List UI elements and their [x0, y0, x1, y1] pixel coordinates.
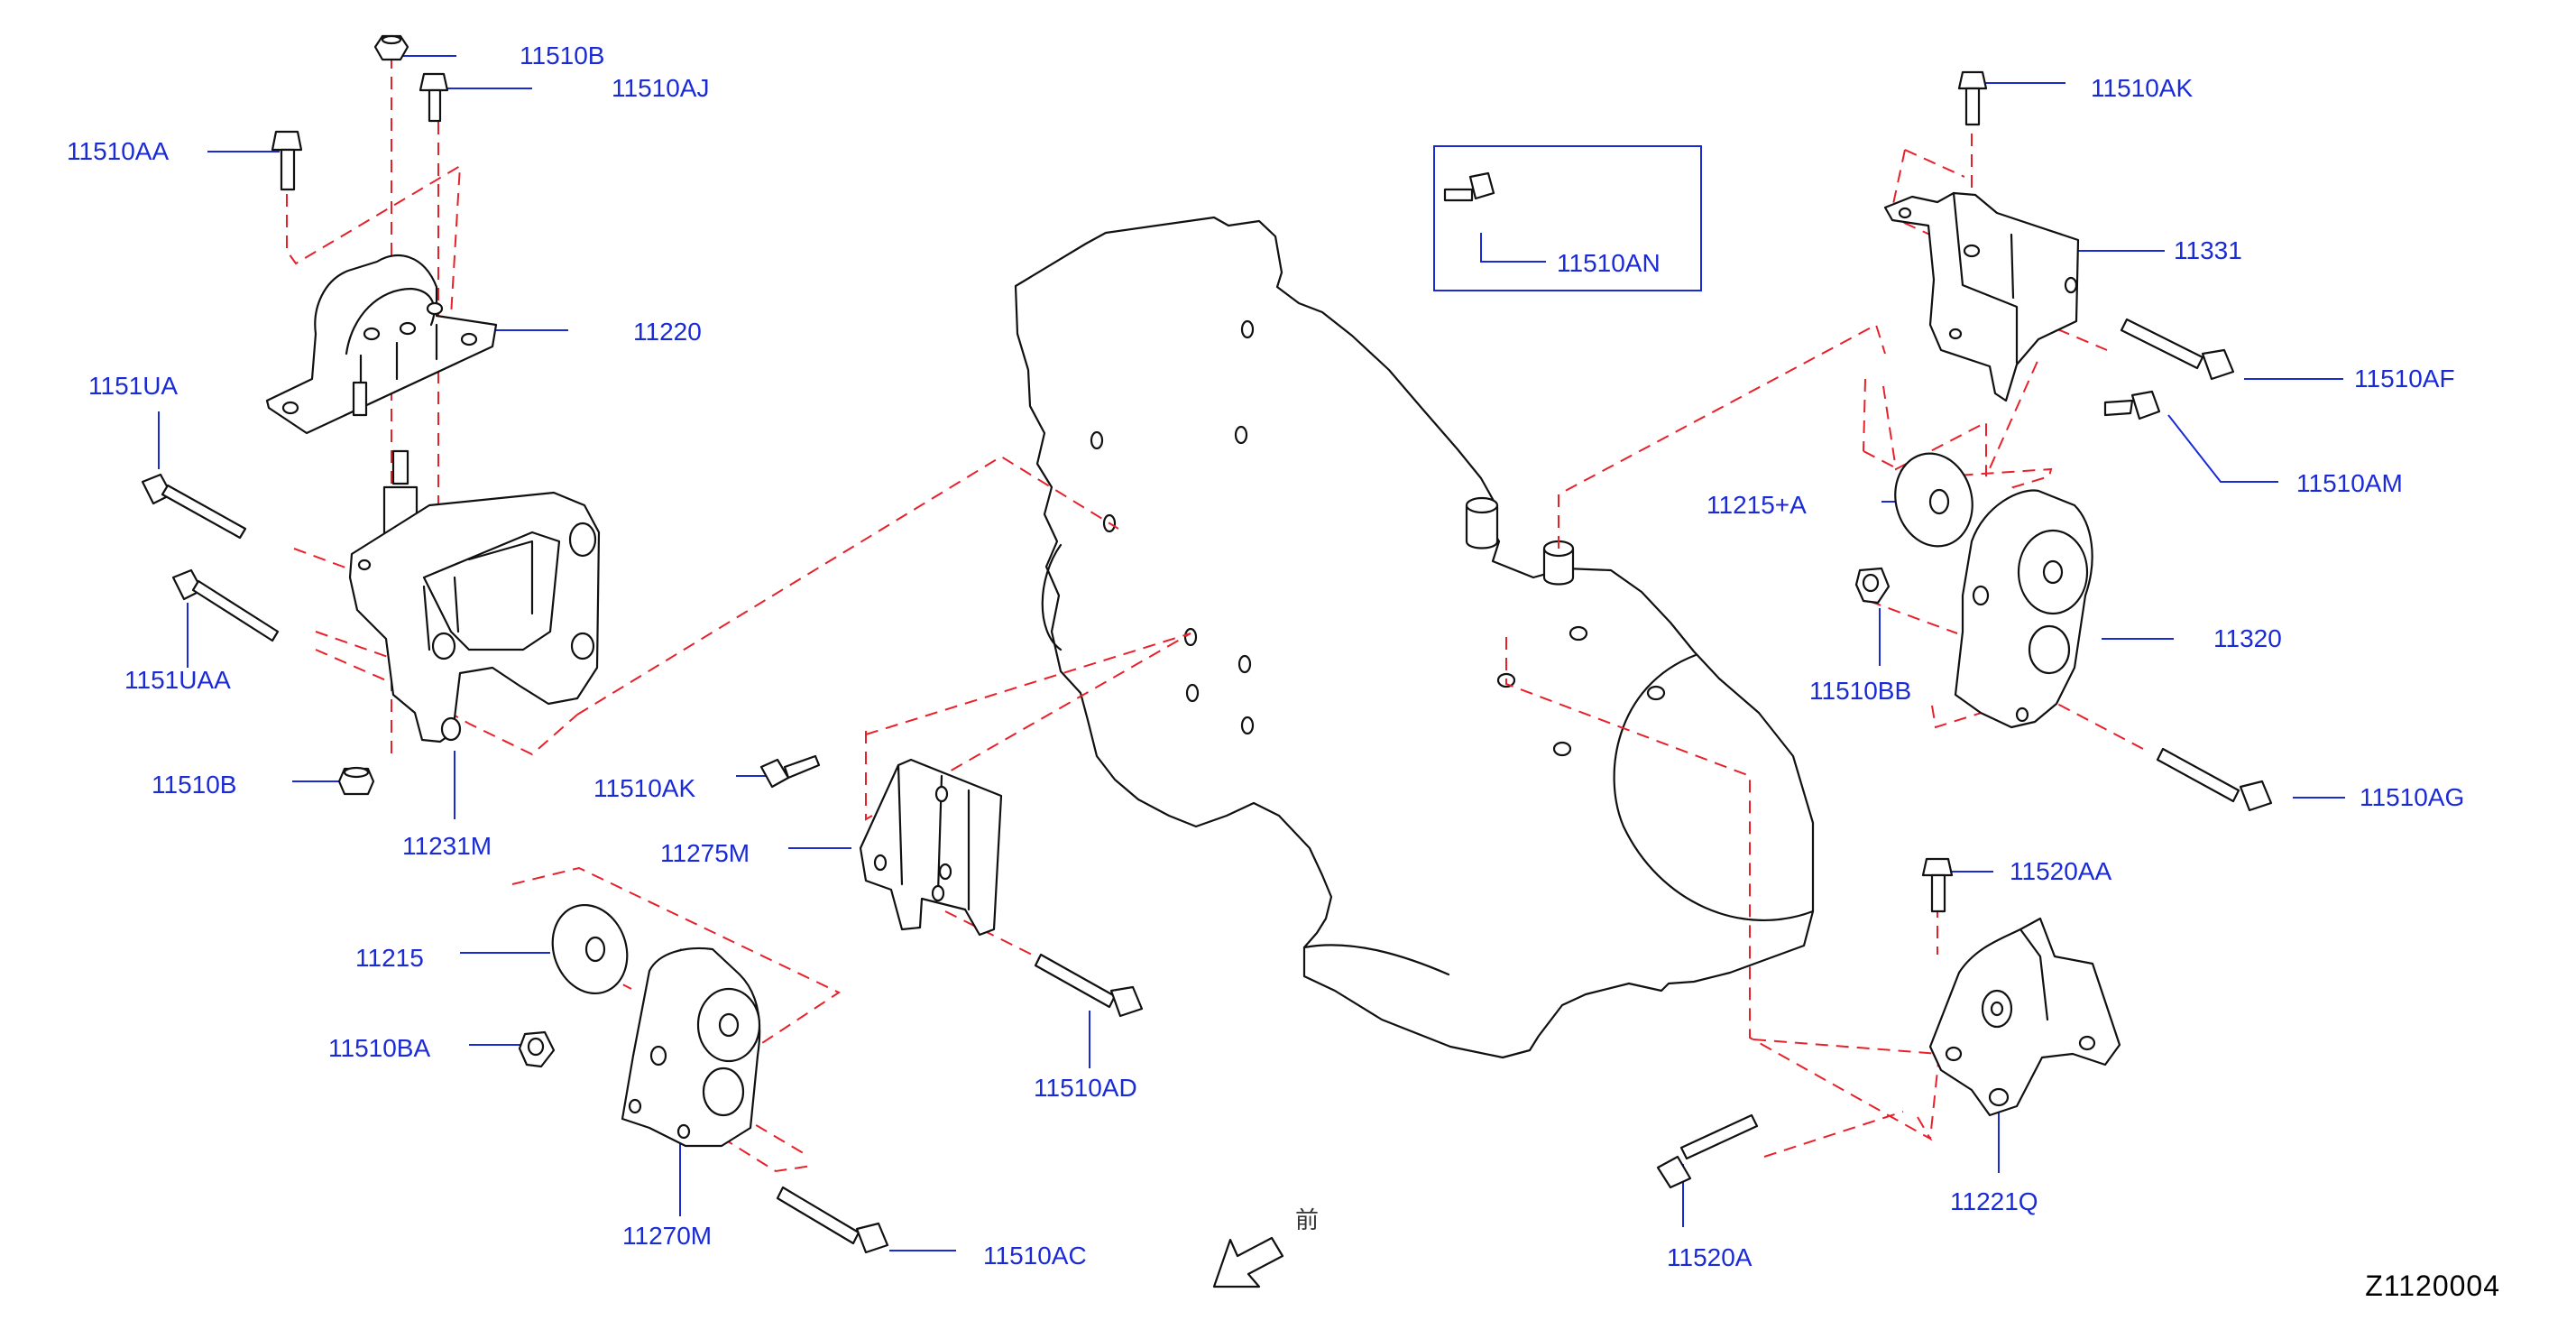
- label-11510AA: 11510AA: [67, 137, 170, 165]
- bracket-11231M: [348, 449, 601, 743]
- front-direction-arrow-icon: [1212, 1236, 1284, 1288]
- nut-11510BB: [1854, 567, 1891, 605]
- bolt-11520A: [1656, 1113, 1759, 1189]
- bolt-11510AA: [271, 130, 303, 191]
- bolt-11510AK-left: [759, 754, 821, 789]
- callout-box-11510AN: [1433, 145, 1702, 291]
- bolt-11510AJ: [419, 72, 449, 123]
- label-11510B-bottom: 11510B: [152, 771, 237, 799]
- label-11520A: 11520A: [1667, 1243, 1753, 1271]
- washer-11215: [551, 903, 629, 995]
- label-11270M: 11270M: [622, 1222, 713, 1250]
- bracket-11275M: [859, 758, 1003, 937]
- bolt-11510AF: [2120, 318, 2235, 381]
- front-mark: 前: [1295, 1207, 1320, 1234]
- label-11510AN: 11510AN: [1557, 249, 1661, 277]
- label-11510AD: 11510AD: [1034, 1074, 1137, 1102]
- label-11510AJ: 11510AJ: [612, 74, 710, 102]
- label-11510BB: 11510BB: [1809, 677, 1912, 705]
- label-11221Q: 11221Q: [1950, 1187, 2038, 1215]
- label-11215A: 11215+A: [1707, 491, 1807, 519]
- engine-block: [1014, 216, 1815, 1059]
- label-1151UAA: 1151UAA: [124, 666, 231, 694]
- label-11510AK-right: 11510AK: [2091, 74, 2194, 102]
- bolt-11510AG: [2156, 747, 2273, 812]
- label-11520AA: 11520AA: [2010, 857, 2112, 885]
- nut-11510B-bottom: [337, 766, 375, 796]
- mount-11320: [1954, 489, 2093, 729]
- bolt-11510AC: [776, 1186, 889, 1254]
- mount-11221Q: [1928, 917, 2121, 1117]
- label-11220: 11220: [633, 318, 702, 346]
- mount-11270M: [621, 947, 761, 1148]
- label-11510BA: 11510BA: [328, 1034, 431, 1062]
- bracket-11220: [265, 254, 498, 435]
- label-1151UA: 1151UA: [88, 372, 179, 400]
- label-11510AG: 11510AG: [2360, 783, 2465, 811]
- nut-11510BA: [518, 1030, 556, 1068]
- bolt-1151UA: [141, 473, 247, 540]
- label-11510AC: 11510AC: [983, 1242, 1087, 1270]
- washer-11215A: [1894, 452, 1973, 548]
- bolt-11510AK-right: [1957, 70, 1988, 126]
- label-11510AM: 11510AM: [2296, 469, 2403, 497]
- nut-11510B-top: [373, 34, 409, 61]
- label-11320: 11320: [2213, 624, 2282, 652]
- diagram-code: Z1120004: [2365, 1270, 2500, 1302]
- bolt-1151UAA: [171, 568, 280, 642]
- bolt-11510AN: [1443, 171, 1495, 202]
- label-11275M: 11275M: [660, 839, 750, 867]
- label-11331: 11331: [2174, 236, 2242, 264]
- label-11510AK-left: 11510AK: [593, 774, 696, 802]
- label-11510AF: 11510AF: [2354, 365, 2455, 392]
- bolt-11510AM: [2103, 390, 2161, 420]
- bolt-11510AD: [1034, 953, 1144, 1018]
- bolt-11520AA: [1921, 857, 1954, 913]
- label-11231M: 11231M: [402, 832, 492, 860]
- label-11510B-top: 11510B: [520, 42, 605, 69]
- label-11215: 11215: [355, 944, 424, 972]
- bracket-11331: [1883, 191, 2080, 402]
